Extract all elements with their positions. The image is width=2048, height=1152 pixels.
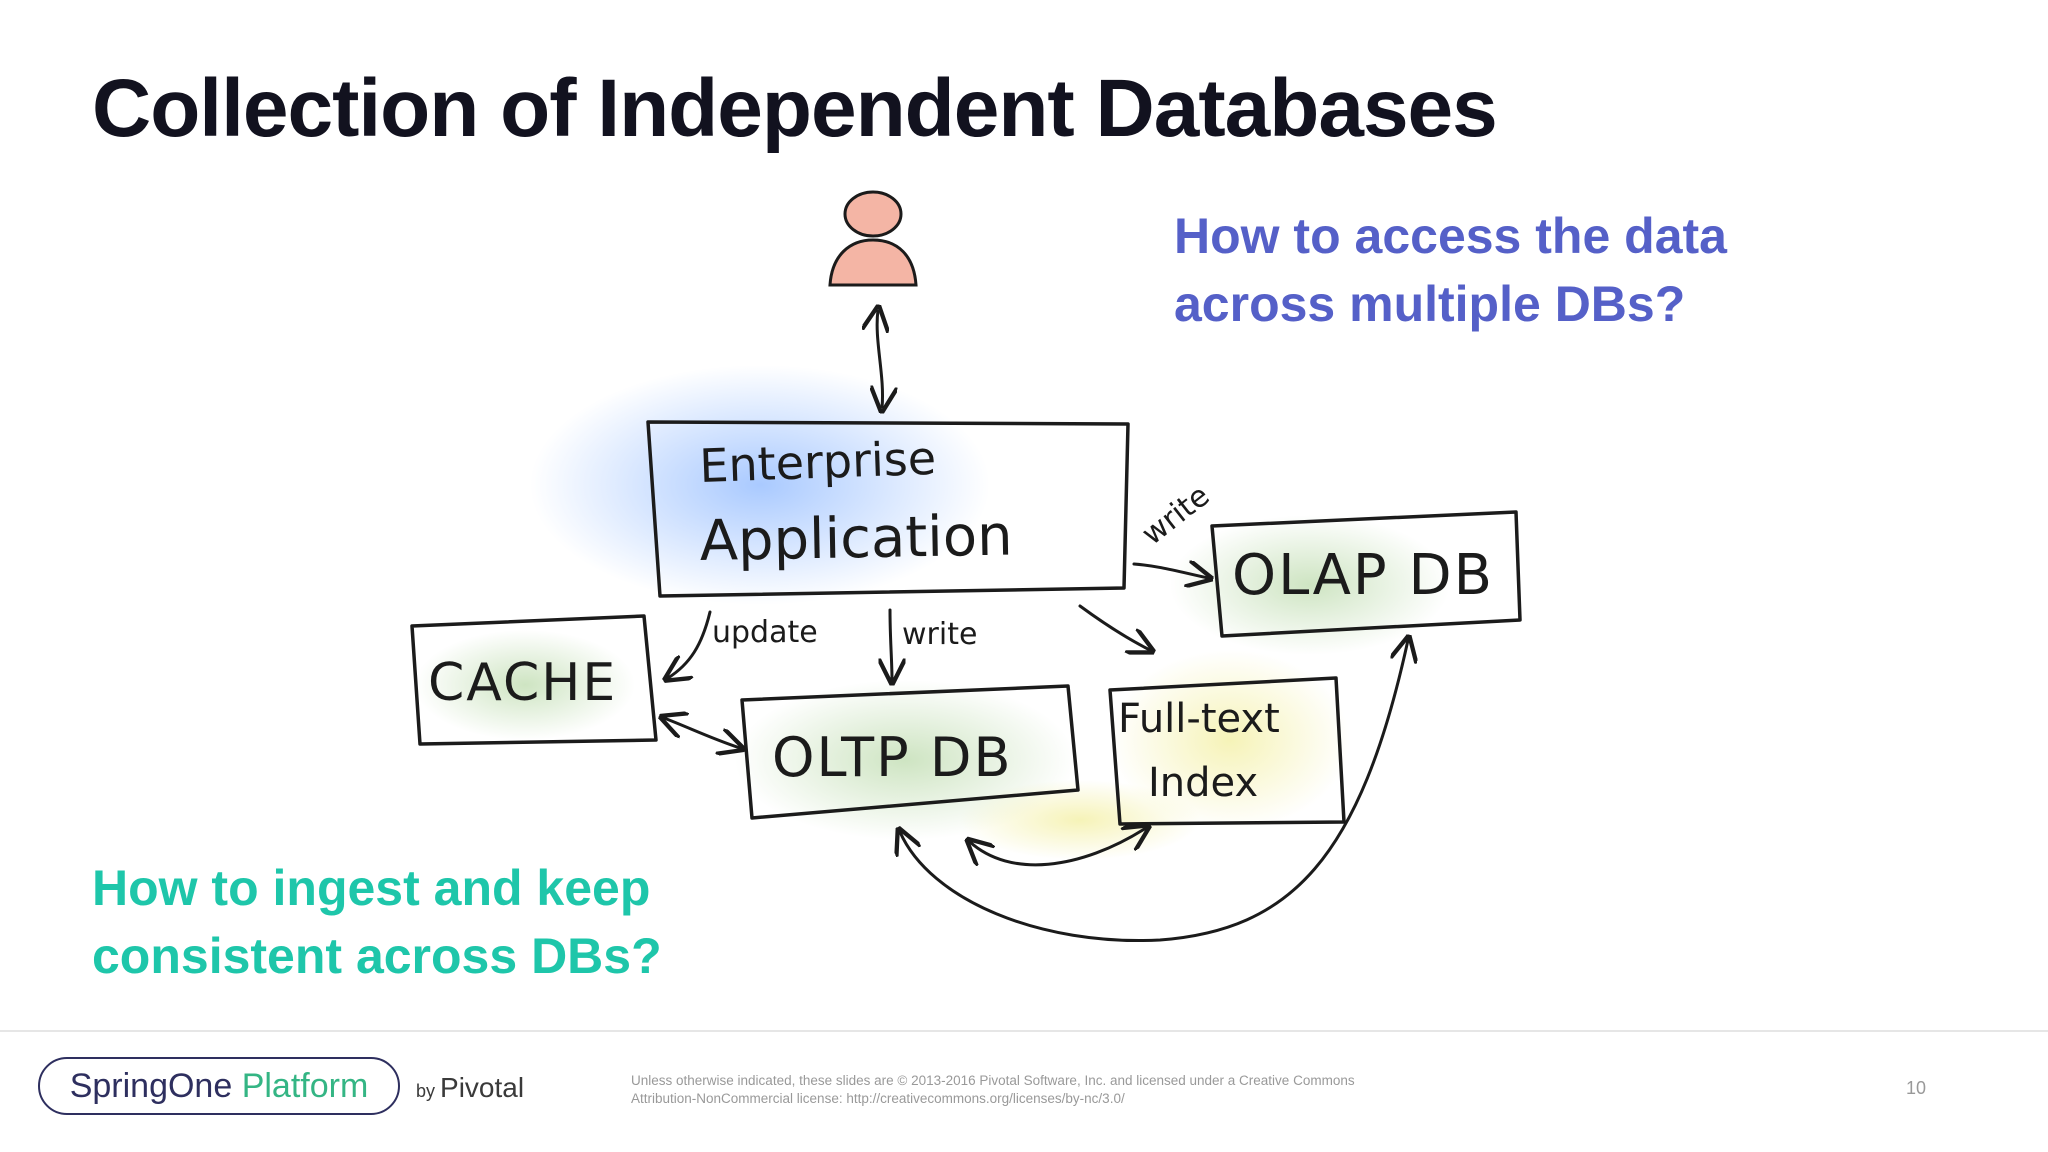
logo-platform: Platform bbox=[232, 1067, 369, 1105]
node-olap-db: OLAP DB bbox=[1210, 510, 1522, 638]
license-line1: Unless otherwise indicated, these slides… bbox=[631, 1073, 1355, 1088]
oltp-label: OLTP DB bbox=[772, 726, 1013, 789]
license-notice: Unless otherwise indicated, these slides… bbox=[631, 1072, 1431, 1108]
architecture-diagram: Enterprise Application CACHE OLTP DB OLA… bbox=[410, 190, 1522, 943]
olap-label: OLAP DB bbox=[1232, 543, 1494, 608]
arrow-cache-oltp bbox=[664, 718, 740, 748]
arrow-app-olap bbox=[1132, 564, 1208, 578]
arrow-user-app bbox=[877, 310, 882, 408]
question-access-data: How to access the data across multiple D… bbox=[1174, 202, 1934, 338]
fulltext-label-line2: Index bbox=[1148, 760, 1258, 806]
pivotal-text: Pivotal bbox=[440, 1072, 525, 1103]
logo-springone: SpringOne bbox=[69, 1067, 233, 1105]
arrow-app-fulltext bbox=[1078, 604, 1150, 650]
license-line2: Attribution-NonCommercial license: http:… bbox=[631, 1091, 1125, 1106]
node-cache: CACHE bbox=[410, 614, 658, 746]
arrow-oltp-olap bbox=[900, 640, 1408, 943]
page-number: 10 bbox=[1906, 1078, 1927, 1098]
by-text: by bbox=[416, 1081, 441, 1101]
cache-label: CACHE bbox=[428, 653, 617, 713]
question-access-line2: across multiple DBs? bbox=[1174, 276, 1686, 332]
footer-divider bbox=[0, 1030, 2048, 1032]
arrow-app-oltp bbox=[890, 608, 892, 680]
question-ingest-consistency: How to ingest and keep consistent across… bbox=[92, 854, 852, 990]
enterprise-label-line2: Application bbox=[699, 504, 1013, 574]
question-ingest-line1: How to ingest and keep bbox=[92, 860, 651, 916]
arrow-app-cache bbox=[668, 610, 712, 678]
enterprise-label-line1: Enterprise bbox=[698, 431, 936, 493]
person-icon bbox=[828, 190, 918, 287]
fulltext-label-line1: Full-text bbox=[1118, 696, 1280, 742]
label-update: update bbox=[712, 615, 818, 650]
question-access-line1: How to access the data bbox=[1174, 208, 1727, 264]
slide-title: Collection of Independent Databases bbox=[92, 63, 1498, 154]
question-ingest-line2: consistent across DBs? bbox=[92, 928, 662, 984]
springone-platform-logo: SpringOne Platform bbox=[38, 1057, 400, 1115]
by-pivotal-logo: by Pivotal bbox=[416, 1072, 524, 1104]
label-write-oltp: write bbox=[902, 617, 977, 652]
node-enterprise-application: Enterprise Application bbox=[646, 420, 1130, 598]
